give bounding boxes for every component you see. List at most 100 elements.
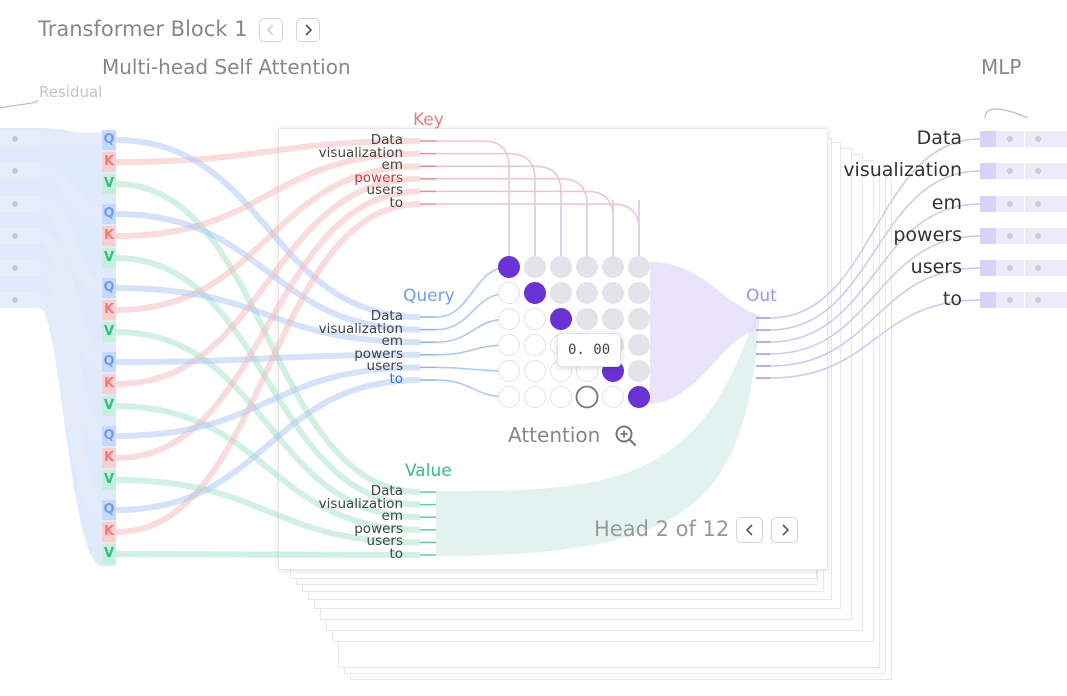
mlp-brace [984,108,1029,119]
mlp-token[interactable]: powers [893,224,962,246]
query-token[interactable]: Data [370,308,403,324]
key-token[interactable]: to [389,194,403,211]
mlp-dot [1035,201,1041,207]
attention-cell[interactable] [576,308,598,330]
attention-cell[interactable] [524,282,546,304]
mlp-row[interactable] [980,196,1067,212]
attention-cell[interactable] [498,360,520,382]
value-token[interactable]: powers [354,520,403,537]
mlp-token[interactable]: to [942,288,962,310]
key-flow [115,138,421,165]
attention-cell[interactable] [550,256,572,278]
attention-cell[interactable] [628,386,650,408]
residual-row[interactable] [0,260,40,276]
residual-dot [12,265,18,271]
attention-title: Multi-head Self Attention [102,55,351,79]
mlp-title: MLP [981,55,1022,79]
mlp-token[interactable]: em [931,192,962,214]
mlp-divider [1024,260,1025,276]
qkv-letter-q: Q [102,500,116,520]
value-token[interactable]: to [389,545,403,562]
query-token[interactable]: em [381,333,403,350]
mlp-row[interactable] [980,131,1067,147]
mlp-row[interactable] [980,163,1067,179]
residual-row[interactable] [0,228,40,244]
residual-row[interactable] [0,292,40,308]
attention-cell[interactable] [524,308,546,330]
mlp-row[interactable] [980,228,1067,244]
query-token[interactable]: to [389,370,403,387]
attention-cell[interactable] [628,256,650,278]
attention-cell[interactable] [628,282,650,304]
chevron-left-icon [745,524,753,536]
query-token[interactable]: powers [354,345,403,362]
attention-cell[interactable] [498,308,520,330]
attention-cell[interactable] [602,308,624,330]
attention-cell[interactable] [628,334,650,356]
next-block-button[interactable] [296,18,320,42]
attention-cell[interactable] [550,386,572,408]
mlp-dot [1007,265,1013,271]
query-flow [115,285,421,346]
key-token[interactable]: visualization [318,144,403,161]
out-to-mlp [769,138,981,319]
attention-cell[interactable] [602,256,624,278]
mlp-highlight [980,131,996,147]
mlp-row[interactable] [980,292,1067,308]
value-token[interactable]: em [381,508,403,525]
attention-cell[interactable] [550,308,572,330]
attention-cell[interactable] [576,256,598,278]
attention-cell[interactable] [576,282,598,304]
query-flow [115,211,421,333]
query-token[interactable]: visualization [318,320,403,337]
residual-row[interactable] [0,163,40,179]
mlp-dot [1035,233,1041,239]
query-flow [115,364,421,439]
mlp-row[interactable] [980,260,1067,276]
attention-cell[interactable] [602,282,624,304]
key-token[interactable]: em [381,157,403,174]
attention-cell[interactable] [628,308,650,330]
attention-cell[interactable] [498,334,520,356]
prev-head-button[interactable] [736,517,763,543]
attention-matrix[interactable] [490,250,660,410]
prev-block-button[interactable] [259,18,283,42]
attention-cell[interactable] [524,334,546,356]
attention-cell[interactable] [550,282,572,304]
attention-cell[interactable] [498,256,520,278]
key-token[interactable]: users [366,182,403,199]
value-token[interactable]: Data [370,483,403,499]
query-flow [115,377,421,513]
residual-strand [39,164,103,221]
chevron-right-icon [305,24,313,36]
attention-cell[interactable] [498,282,520,304]
mlp-dot [1035,265,1041,271]
value-token[interactable]: visualization [318,495,403,512]
mlp-token[interactable]: visualization [843,159,962,181]
attention-cell[interactable] [524,360,546,382]
next-head-button[interactable] [771,517,798,543]
attention-cell[interactable] [498,386,520,408]
qkv-letter-v: V [102,544,116,564]
attention-cell[interactable] [602,386,624,408]
key-token[interactable]: Data [370,132,403,148]
residual-row[interactable] [0,131,40,147]
zoom-in-icon [615,425,637,447]
mlp-token[interactable]: Data [916,127,962,149]
out-to-mlp [769,170,981,331]
residual-row[interactable] [0,196,40,212]
attention-cell[interactable] [524,256,546,278]
key-token[interactable]: powers [354,169,403,186]
query-token[interactable]: users [366,358,403,375]
attention-cell[interactable] [524,386,546,408]
qkv-letter-q: Q [102,352,116,372]
mlp-token[interactable]: users [910,256,962,278]
zoom-button[interactable] [614,424,638,448]
residual-strand [38,229,104,369]
residual-dot [12,297,18,303]
value-token[interactable]: users [366,533,403,550]
query-label: Query [403,286,455,306]
attention-cell[interactable] [575,385,599,409]
attention-cell[interactable] [628,360,650,382]
